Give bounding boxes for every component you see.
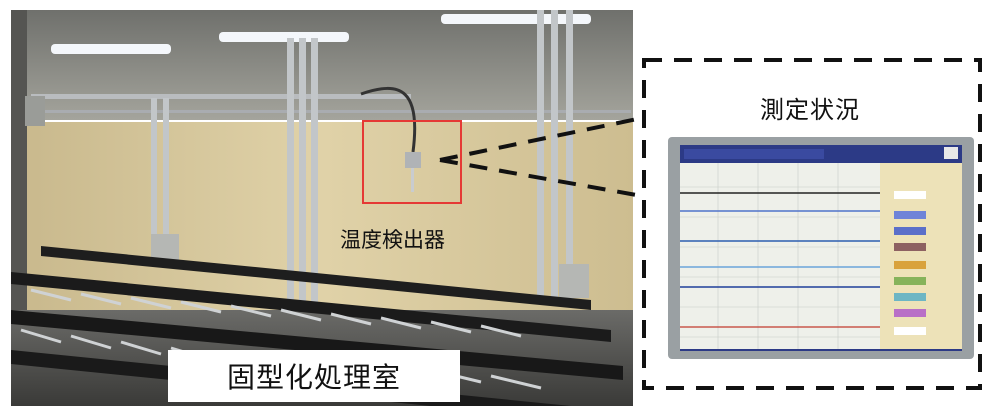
sensor-label: 温度検出器	[340, 228, 445, 252]
sensor-head	[405, 152, 421, 168]
recorder-screen-drawing	[668, 137, 974, 359]
room-photo-drawing	[11, 10, 633, 406]
conduit	[31, 110, 631, 113]
channel-color-tabs	[894, 191, 926, 335]
ceiling-light	[51, 44, 171, 54]
left-column	[11, 10, 27, 330]
sensor-cable	[360, 86, 417, 153]
channel-panel	[880, 163, 962, 349]
recorder-monitor	[668, 137, 974, 359]
room-label: 固型化処理室	[168, 350, 460, 402]
header-status	[684, 149, 824, 159]
room-photo	[11, 10, 633, 406]
callout-title: 測定状況	[760, 96, 860, 124]
conduit	[31, 94, 411, 99]
sensor-highlight-box	[362, 120, 462, 204]
sensor-probe	[411, 168, 414, 192]
header-icon	[944, 147, 958, 159]
junction-box	[25, 96, 45, 126]
concrete-wall	[11, 10, 633, 120]
junction-box	[559, 264, 589, 298]
ceiling-light	[219, 32, 349, 42]
trend-grid	[680, 163, 880, 349]
trend-area	[680, 163, 880, 349]
